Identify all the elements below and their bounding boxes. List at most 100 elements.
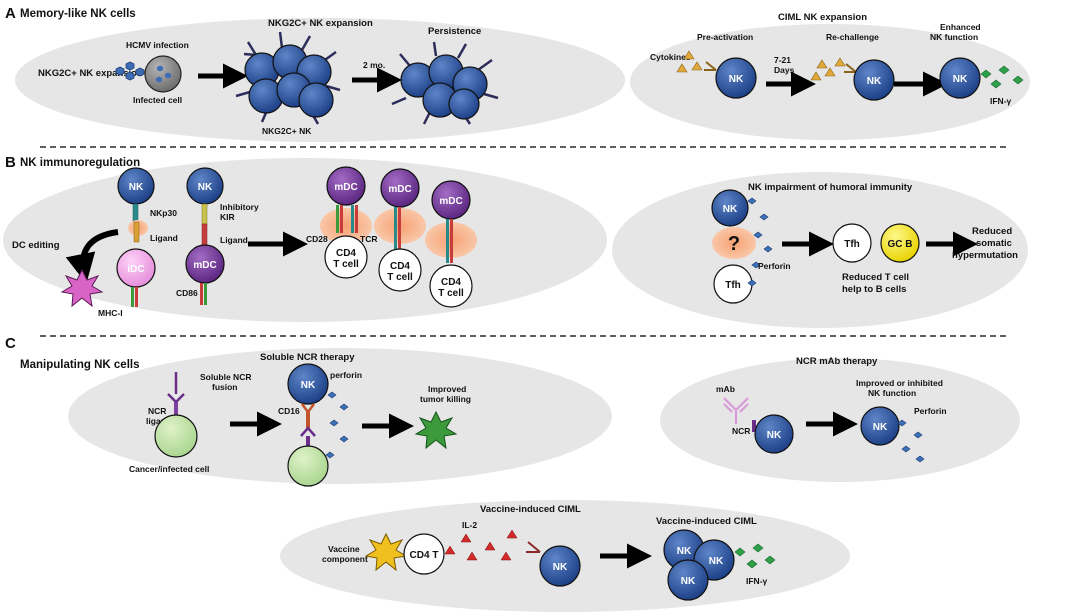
label-nkg2c-expansion-left: NKG2C+ NK expansion: [38, 68, 143, 79]
killed-tumor-star: [414, 410, 458, 450]
soluble-title: Soluble NCR therapy: [260, 352, 355, 363]
label-mhc-i: MHC-I: [98, 308, 123, 318]
label-improved-1: Improved: [428, 384, 466, 394]
il2-triangles: [444, 529, 518, 561]
cd86-bar-2: [204, 283, 207, 305]
label-enhanced-2: NK function: [930, 32, 978, 42]
label-cancer-cell: Cancer/infected cell: [129, 464, 209, 474]
mhc-i-bar-2: [135, 287, 138, 307]
ifn-diamonds-ciml: [980, 65, 1024, 89]
panel-a-letter: A: [5, 5, 16, 22]
panel-c-title: Manipulating NK cells: [20, 359, 140, 371]
tfh-label-right: Tfh: [844, 239, 860, 250]
panel-c-left-ellipse: [68, 348, 612, 484]
panel-a-right-ellipse: [630, 24, 1030, 140]
label-soluble-fusion-1: Soluble NCR: [200, 372, 251, 382]
nk-cell-mab-result: [860, 406, 900, 446]
question-mark: ?: [728, 233, 740, 255]
idc-label: iDC: [127, 264, 144, 275]
mdc-label-1: mDC: [334, 182, 357, 193]
label-ncr-ligand-1: NCR: [148, 406, 166, 416]
nk-cell-ciml-2: [853, 59, 895, 101]
mdc-label-kir: mDC: [193, 260, 216, 271]
label-cd28: CD28: [306, 234, 328, 244]
humoral-title: NK impairment of humoral immunity: [748, 182, 913, 193]
label-ifn-gamma-ciml: IFN-γ: [990, 96, 1012, 106]
label-reduced-shm-3: hypermutation: [952, 250, 1018, 261]
virus-particles: [115, 61, 145, 81]
label-mab-result-2: NK function: [868, 388, 916, 398]
il2-receptor: [526, 541, 541, 553]
nk-cluster-expansion: [235, 31, 341, 125]
label-reduced-help-2: help to B cells: [842, 284, 906, 295]
nk-label-nkp30: NK: [129, 182, 144, 193]
cd4t-label: CD4 T: [410, 550, 439, 561]
panel-a-title: Memory-like NK cells: [20, 8, 136, 20]
panel-c-right-ellipse: [660, 358, 1020, 482]
label-perforin-mab: Perforin: [914, 406, 947, 416]
nkp30-receptor: [132, 203, 139, 223]
nk-label-ciml-1: NK: [729, 74, 744, 85]
mdc-tcell-pair-1: [320, 166, 372, 279]
cd86-bar-1: [200, 283, 203, 305]
mdc-label-2: mDC: [388, 184, 411, 195]
label-re-challenge: Re-challenge: [826, 32, 879, 42]
dc-editing-arrow: [65, 229, 119, 284]
nk-label-kir: NK: [198, 182, 213, 193]
label-days-1: 7-21: [774, 55, 791, 65]
tcell-label-3: T cell: [438, 288, 464, 299]
ncr-receptor-mab: [752, 420, 756, 432]
label-il2: IL-2: [462, 520, 477, 530]
label-ligand-1: Ligand: [150, 233, 178, 243]
label-nkg2c-expansion-top: NKG2C+ NK expansion: [268, 18, 373, 29]
label-infected-cell: Infected cell: [133, 95, 182, 105]
tcell-cd4-2: CD4: [390, 261, 410, 272]
nk-cluster-persistence: [391, 41, 499, 125]
mhc-i-bar-1: [131, 287, 134, 307]
gcb-cell: [880, 223, 920, 263]
tcell-cd4-1: CD4: [336, 248, 356, 259]
tcell-cd4-3: CD4: [441, 277, 461, 288]
gcb-label: GC B: [888, 239, 913, 250]
mdc-tcell-pair-3: [425, 180, 477, 308]
nk-label-mab-2: NK: [873, 422, 888, 433]
perforin-diamonds-soluble: [325, 391, 349, 459]
label-two-months: 2 mo.: [363, 60, 385, 70]
nk-label-cluster-3: NK: [681, 576, 696, 587]
nk-cell-soluble: [287, 363, 329, 405]
label-reduced-help-1: Reduced T cell: [842, 272, 909, 283]
cd4t-cell: [403, 533, 445, 575]
kir-receptor: [201, 203, 208, 225]
cancer-cell-2: [287, 445, 329, 487]
label-cd16: CD16: [278, 406, 300, 416]
nk-label-soluble: NK: [301, 380, 316, 391]
label-perforin-humoral: Perforin: [758, 261, 791, 271]
nk-cluster-vaccine: [663, 529, 735, 601]
label-nkg2c-nk: NKG2C+ NK: [262, 126, 312, 136]
receptor-1: [704, 61, 717, 71]
mab-antibody: [723, 397, 749, 424]
label-cd86: CD86: [176, 288, 198, 298]
label-ncr-mab: NCR: [732, 426, 750, 436]
label-persistence: Persistence: [428, 26, 481, 37]
perforin-diamonds-humoral: [747, 197, 773, 287]
nk-label-ciml-3: NK: [953, 74, 968, 85]
label-ncr-ligand-2: ligand: [146, 416, 171, 426]
label-inhibitory-1: Inhibitory: [220, 202, 259, 212]
nk-cell-vaccine: [539, 545, 581, 587]
nk-cell-humoral: [711, 189, 749, 227]
ligand-idc: [133, 221, 140, 243]
label-ligand-2: Ligand: [220, 235, 248, 245]
tfh-label-left: Tfh: [725, 280, 741, 291]
cytokine-triangles-1: [676, 50, 703, 73]
label-mab: mAb: [716, 384, 735, 394]
mhc-ligand-mdc: [201, 223, 208, 247]
receptor-2: [844, 63, 857, 73]
label-ifn-gamma-vaccine: IFN-γ: [746, 576, 768, 586]
ifn-diamonds-vaccine: [734, 543, 776, 569]
nk-label-ciml-2: NK: [867, 76, 882, 87]
interaction-question: [712, 227, 756, 259]
panel-b-letter: B: [5, 154, 16, 171]
label-pre-activation: Pre-activation: [697, 32, 753, 42]
vaccine-star: [364, 532, 408, 572]
